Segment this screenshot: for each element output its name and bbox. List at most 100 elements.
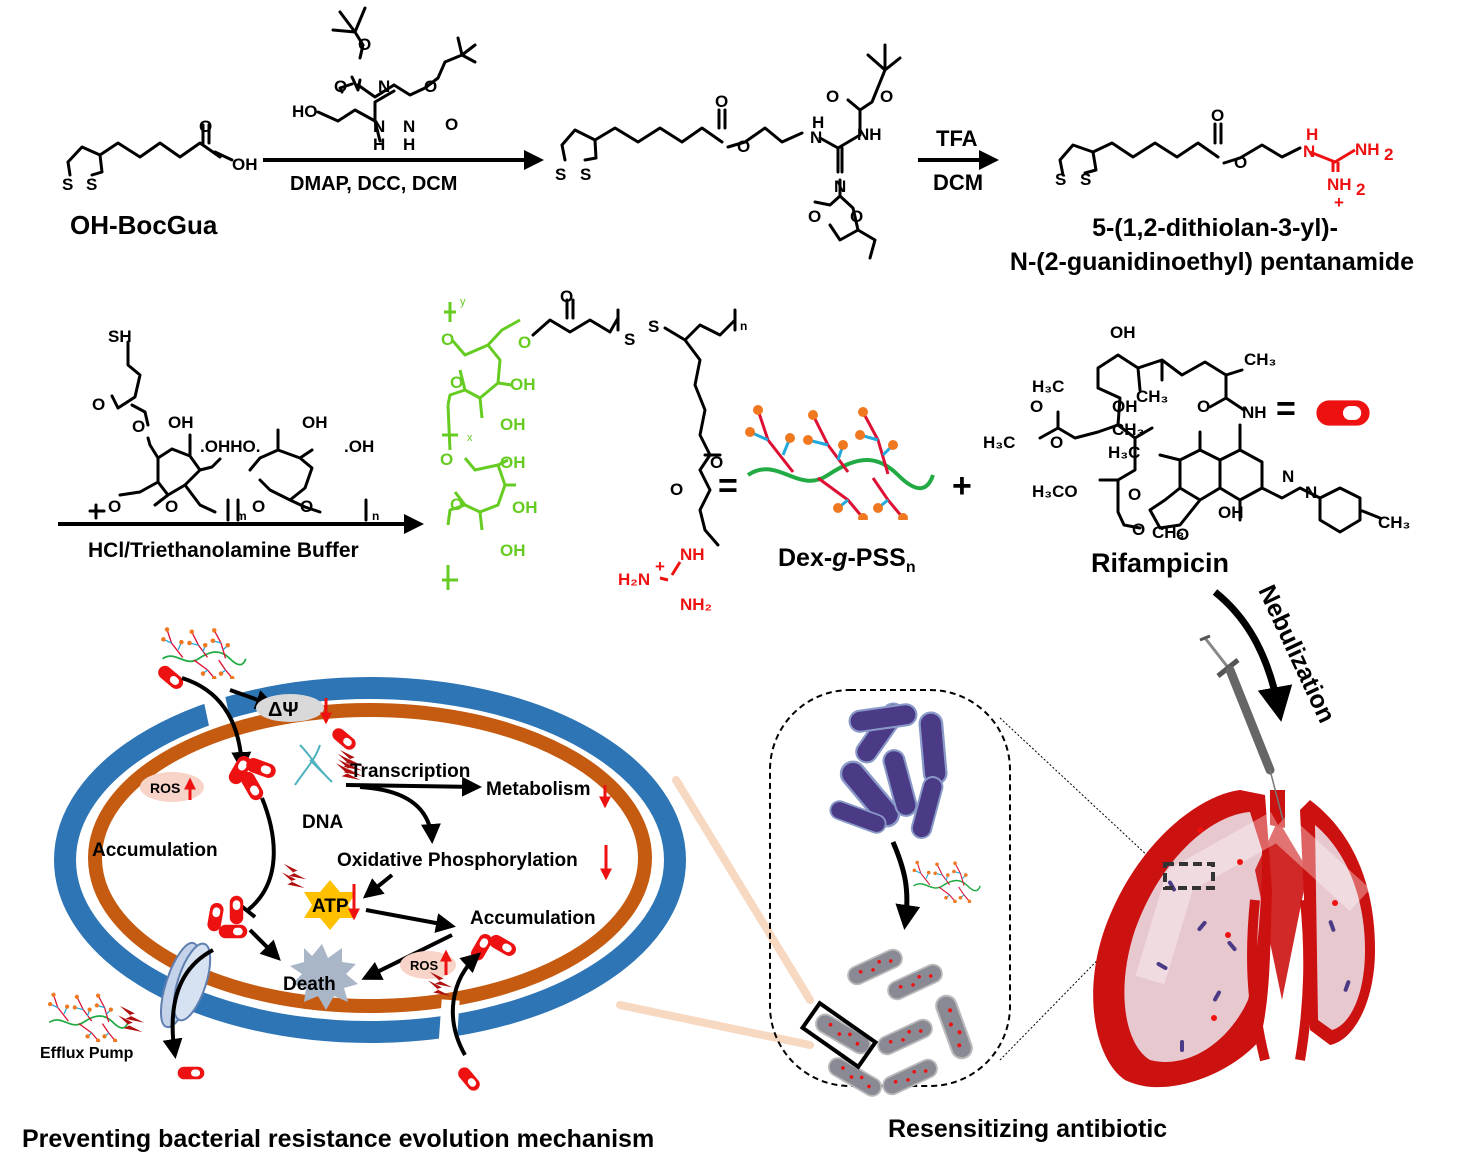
atom-o: O: [440, 450, 453, 469]
atom-o: O: [441, 330, 454, 349]
atom-oh: OH: [168, 413, 194, 432]
atom-n: N: [1305, 483, 1317, 502]
dex-g-pss-structure: O y O O OH OH x O OH O OH OH O S S n O O…: [440, 287, 747, 614]
polymer-name-tail: -PSS: [847, 544, 905, 572]
charge-plus: +: [1334, 193, 1344, 212]
efflux-arrow: [162, 948, 214, 1059]
product-name-line2: N-(2-guanidinoethyl) pentanamide: [1010, 248, 1414, 276]
atom-nh2: NH: [1327, 175, 1352, 194]
atom-o: O: [826, 87, 839, 106]
atom-ch3: CH₃: [1152, 523, 1184, 542]
resensitizing-title: Resensitizing antibiotic: [888, 1115, 1167, 1143]
atom-ch3: CH₃: [1112, 420, 1144, 439]
atp-to-accumulation-arrow: [365, 908, 456, 933]
atom-ch3: CH₃: [1244, 350, 1276, 369]
equals-sign: =: [718, 467, 738, 505]
atom-s: S: [1080, 170, 1091, 189]
atom-nh: NH: [857, 125, 882, 144]
atom-o: O: [560, 287, 573, 306]
drug-pill-icon: [455, 1064, 483, 1094]
atom-oh: OH: [500, 453, 526, 472]
product-name-line1: 5-(1,2-dithiolan-3-yl)-: [1092, 214, 1338, 242]
zoom-line: [999, 717, 1166, 873]
atom-o: O: [92, 395, 105, 414]
metabolism-label: Metabolism: [486, 779, 591, 800]
atom-s: S: [648, 317, 659, 336]
subscript: 2: [1356, 180, 1365, 199]
dex-g-pss-cartoon: [743, 403, 935, 520]
atom-sh: SH: [108, 327, 132, 346]
atom-h3c: H₃C: [1108, 443, 1140, 462]
atom-h: H: [1306, 125, 1318, 144]
death-star: [290, 944, 358, 1010]
drug-cluster-top: [226, 753, 278, 803]
membrane-potential-badge: [256, 694, 324, 722]
atom-s: S: [555, 165, 566, 184]
atom-h: H: [373, 135, 385, 154]
drug-cluster-bottom-left: [206, 895, 248, 939]
atom-oh: OH: [1110, 323, 1136, 342]
atom-n: N: [1303, 142, 1315, 161]
rifampicin-equals: =: [1276, 390, 1296, 428]
atom-o: O: [445, 115, 458, 134]
atom-o: O: [450, 373, 463, 392]
lightning-icon: [282, 863, 307, 888]
atom-o: O: [450, 495, 463, 514]
atom-n: N: [1282, 467, 1294, 486]
dextran-reaction-conditions: HCl/Triethanolamine Buffer: [88, 539, 359, 562]
atom-oh: OH: [500, 541, 526, 560]
outer-membrane: [54, 677, 686, 1043]
starting-material-label: OH-BocGua: [70, 210, 218, 240]
atom-nh2: NH₂: [680, 595, 712, 614]
atom-o: O: [108, 497, 121, 516]
bacterial-cell: [54, 677, 686, 1049]
atom-o: O: [1211, 106, 1224, 125]
zoom-beam: [616, 776, 814, 1049]
atom-o: O: [808, 207, 821, 226]
oxidative-phosphorylation-label: Oxidative Phosphorylation: [337, 850, 578, 871]
atom-ch3: CH₃: [1378, 513, 1410, 532]
subscript-n: n: [372, 509, 379, 523]
rifampicin-pill-icon: [1316, 400, 1370, 426]
treatment-arrow: [890, 841, 921, 930]
dna-label: DNA: [302, 812, 343, 833]
atom-o: O: [850, 207, 863, 226]
atom-o: O: [199, 117, 212, 136]
atom-o: O: [1132, 520, 1145, 539]
atom-n: N: [810, 128, 822, 147]
drug-pill-icon: [329, 725, 359, 753]
intermediate-structure: S S O O H N NH N O O O O: [555, 43, 902, 260]
atom-nh: NH: [680, 545, 705, 564]
transcription-label: Transcription: [350, 761, 470, 782]
atom-o: O: [518, 333, 531, 352]
reaction2-solvent: DCM: [933, 170, 983, 195]
atom-oh: OH: [232, 155, 258, 174]
atom-h3c: H₃C: [983, 433, 1015, 452]
accumulation-left-label: Accumulation: [92, 840, 218, 861]
atom-s: S: [1055, 170, 1066, 189]
rifampicin-label: Rifampicin: [1091, 548, 1229, 578]
atom-o: O: [358, 35, 371, 54]
atom-oh: OH: [510, 375, 536, 394]
nebulization-arrow: [1212, 589, 1293, 722]
plus-sign: +: [952, 467, 972, 505]
atom-nh2: NH: [1355, 140, 1380, 159]
treated-bacteria-cluster: [811, 945, 976, 1101]
dna-icon: [294, 744, 333, 786]
lung-illustration: [1093, 790, 1375, 1088]
syringe-nebulizer-icon: [1199, 634, 1284, 821]
thiolated-dextran-structure: SH O O OH .OHHO. OH .OH O O O O m n: [88, 327, 379, 523]
atom-o: O: [1050, 433, 1063, 452]
atom-o: O: [1197, 397, 1210, 416]
drug-pill-icon: [155, 663, 186, 692]
atom-n: N: [403, 117, 415, 136]
atom-o: O: [1176, 525, 1189, 544]
starting-material-structure: S S O OH: [62, 117, 258, 194]
atom-oh: OH: [512, 498, 538, 517]
polymer-icon: [911, 859, 981, 903]
drug-pill-icon: [177, 1066, 205, 1080]
atp-star: [304, 880, 356, 930]
atom-o: O: [710, 453, 723, 472]
atom-o: O: [1234, 153, 1247, 172]
